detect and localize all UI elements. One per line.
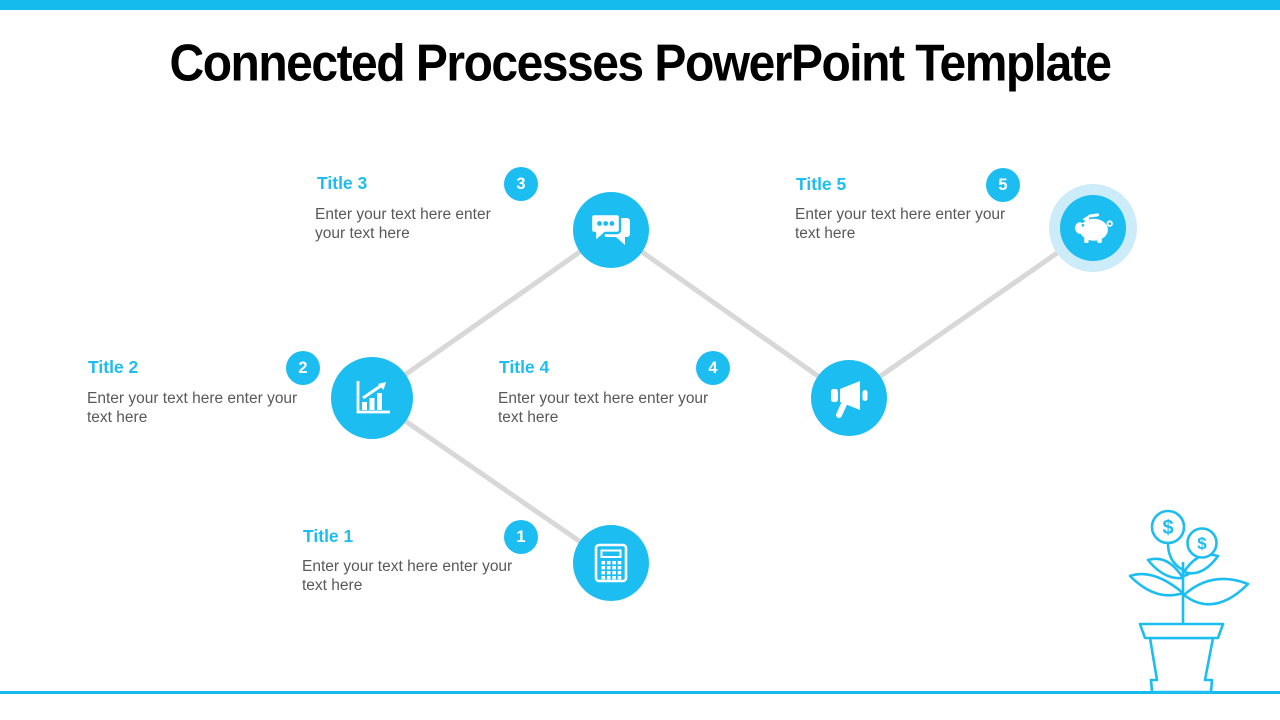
step-2-node [331,357,413,439]
step-4-title: Title 4 [499,357,550,377]
step-5-node-halo [1049,184,1137,272]
step-5-description: Enter your text here enter your text her… [795,206,1006,242]
step-5-title: Title 5 [796,174,847,194]
step-1-title: Title 1 [303,526,354,546]
step-4-node [811,360,887,436]
step-4-description: Enter your text here enter your text her… [498,390,709,426]
connector-3-4 [609,227,851,401]
money-plant-illustration: $ $ [1108,496,1258,696]
step-3-number-badge: 3 [504,167,538,201]
bottom-accent-line [0,691,1280,694]
step-2-title: Title 2 [88,357,139,377]
dollar-coin-1: $ [1162,517,1173,539]
step-1-node [573,525,649,601]
step-3-description: Enter your text here enter your text her… [315,206,491,242]
bar-chart-icon [356,381,390,414]
step-2-description: Enter your text here enter your text her… [87,390,298,426]
step-1-description: Enter your text here enter your text her… [302,558,513,594]
calculator-icon [594,543,628,583]
step-3-node [573,192,649,268]
step-5-number-badge: 5 [986,168,1020,202]
money-plant-icon: $ $ [1128,509,1250,694]
chat-bubbles-icon [589,212,630,245]
megaphone-icon [831,381,868,418]
slide-title: Connected Processes PowerPoint Template [169,35,1112,93]
step-1-number-badge: 1 [504,520,538,554]
connector-1-2 [370,395,613,566]
step-5-node [1060,195,1126,261]
connector-4-5 [847,225,1095,401]
dollar-coin-2: $ [1197,534,1207,553]
step-2-number-badge: 2 [286,351,320,385]
top-accent-bar [0,0,1280,10]
step-4-number-badge: 4 [696,351,730,385]
piggy-bank-icon [1074,213,1113,243]
connector-2-3 [370,227,613,401]
step-3-title: Title 3 [317,173,368,193]
